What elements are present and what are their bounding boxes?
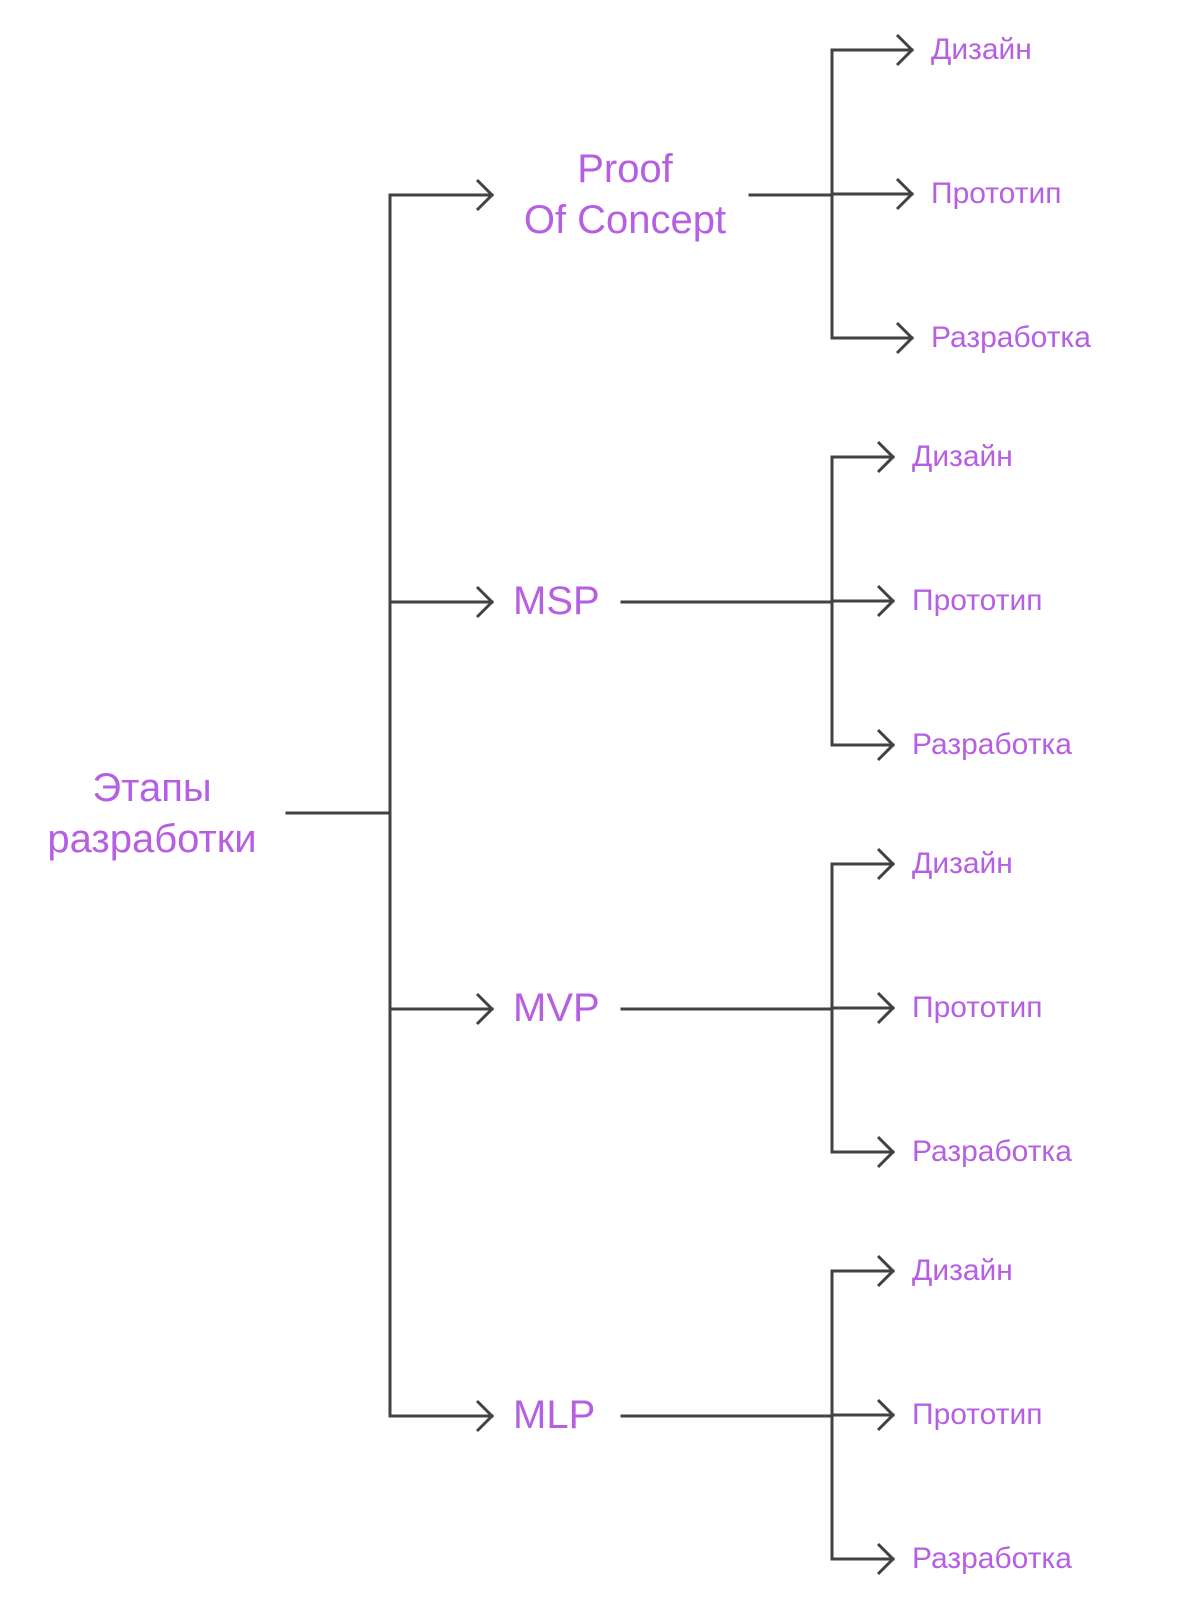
stage-arrow-head	[475, 992, 495, 1026]
leaf-node-development: Разработка	[912, 728, 1072, 761]
leaf-node-prototype: Прототип	[912, 1398, 1043, 1431]
stage-label-line-1: MVP	[513, 986, 600, 1030]
leaf-node-design: Дизайн	[912, 1254, 1013, 1287]
leaf-node-development: Разработка	[912, 1135, 1072, 1168]
leaf-node-design: Дизайн	[912, 847, 1013, 880]
root-label-line-2: разработки	[47, 817, 257, 861]
stage-arrow-head	[475, 1399, 495, 1433]
leaf-arrow-head	[895, 177, 915, 211]
leaf-node-prototype: Прототип	[931, 177, 1062, 210]
leaf-node-development: Разработка	[912, 1542, 1072, 1575]
leaf-node-design: Дизайн	[912, 440, 1013, 473]
leaf-arrow-head	[876, 728, 896, 762]
stage-arrow-head	[475, 178, 495, 212]
leaf-arrow-head	[876, 1135, 896, 1169]
stage-node-mlp: MLP	[513, 1390, 595, 1441]
leaf-node-design: Дизайн	[931, 33, 1032, 66]
root-label-line-1: Этапы	[92, 766, 212, 810]
leaf-arrow-head	[876, 991, 896, 1025]
stage-node-mvp: MVP	[513, 983, 600, 1034]
leaf-arrow-head	[876, 1254, 896, 1288]
stage-label-line-1: Proof	[577, 147, 673, 191]
leaf-node-development: Разработка	[931, 321, 1091, 354]
stage-node-proof-of-concept: Proof Of Concept	[500, 144, 750, 246]
root-node-label: Этапы разработки	[22, 763, 282, 865]
stage-node-msp: MSP	[513, 576, 600, 627]
leaf-node-prototype: Прототип	[912, 584, 1043, 617]
stage-label-line-1: MLP	[513, 1393, 596, 1437]
stage-label-line-1: MSP	[513, 579, 600, 623]
leaf-arrow-head	[876, 1398, 896, 1432]
leaf-arrow-head	[876, 1542, 896, 1576]
leaf-arrow-head	[895, 33, 915, 67]
leaf-arrow-head	[876, 440, 896, 474]
leaf-arrow-head	[895, 321, 915, 355]
stage-arrow-head	[475, 585, 495, 619]
leaf-arrow-head	[876, 584, 896, 618]
leaf-node-prototype: Прототип	[912, 991, 1043, 1024]
stage-label-line-2: Of Concept	[523, 198, 727, 242]
leaf-arrow-head	[876, 847, 896, 881]
